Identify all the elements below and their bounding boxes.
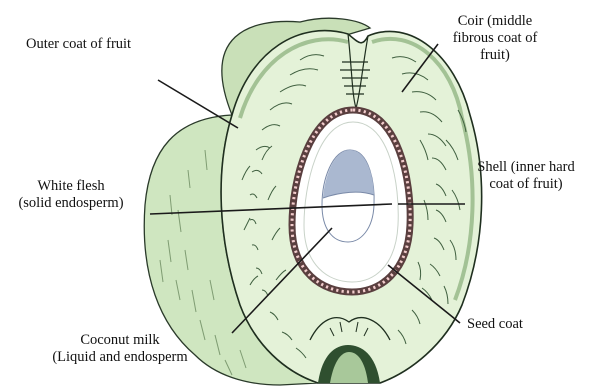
label-shell: Shell (inner hard coat of fruit) [462,159,590,193]
label-shell-line2: coat of fruit) [462,176,590,193]
label-coir-line1: Coir (middle [420,13,570,30]
label-white-flesh-line1: White flesh [0,178,142,195]
label-coir-line2: fibrous coat of [420,30,570,47]
label-coconut-milk-line2: (Liquid and endosperm [20,349,220,366]
label-seed-coat-text: Seed coat [467,316,523,333]
label-coir: Coir (middle fibrous coat of fruit) [420,13,570,64]
label-outer-coat-text: Outer coat of fruit [26,36,131,53]
label-coir-line3: fruit) [420,47,570,64]
label-coconut-milk-line1: Coconut milk [20,332,220,349]
label-outer-coat: Outer coat of fruit [26,36,131,53]
label-seed-coat: Seed coat [467,316,523,333]
label-white-flesh: White flesh (solid endosperm) [0,178,142,212]
label-shell-line1: Shell (inner hard [462,159,590,176]
label-coconut-milk: Coconut milk (Liquid and endosperm [20,332,220,366]
label-white-flesh-line2: (solid endosperm) [0,195,142,212]
